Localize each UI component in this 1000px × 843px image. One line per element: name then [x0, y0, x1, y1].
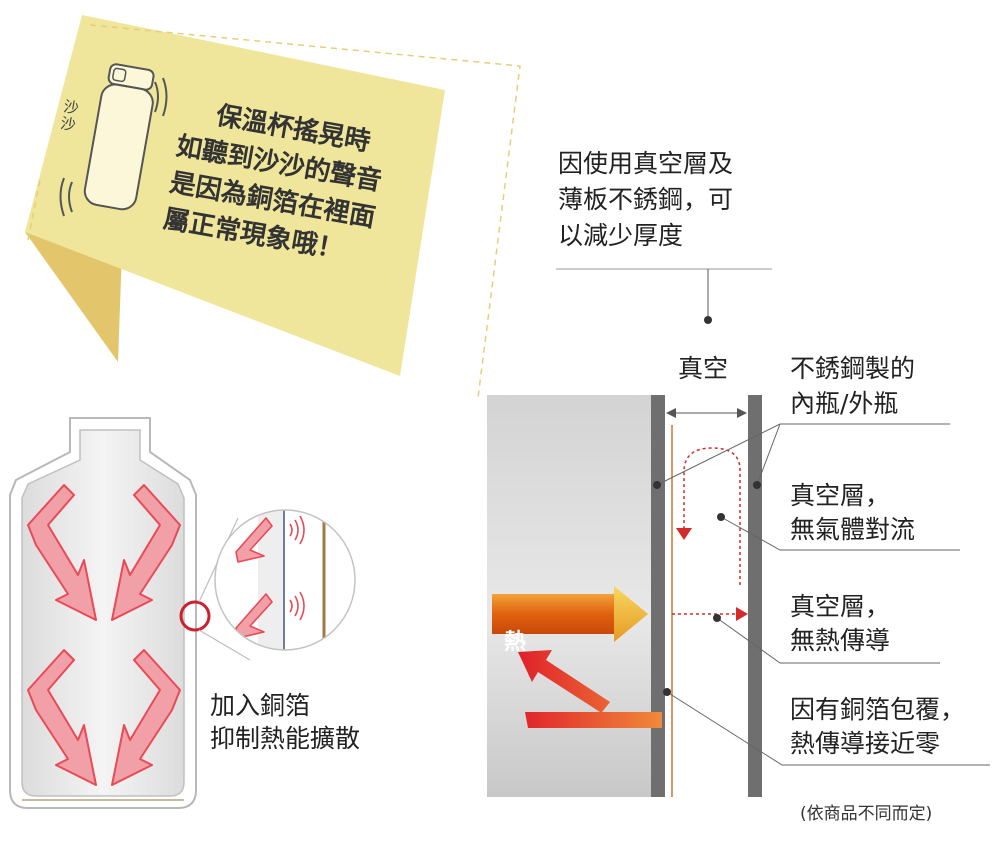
wall-cross-section — [487, 268, 990, 797]
callout-foil-line: 熱傳導接近零 — [790, 729, 941, 758]
top-note-line: 以減少厚度 — [558, 221, 684, 250]
heat-arrow — [492, 594, 618, 634]
bubble-dash — [89, 24, 521, 399]
foil-highlight-circle — [179, 600, 211, 632]
bottle-cross-section — [9, 417, 197, 809]
speech-bubble — [25, 15, 521, 399]
outer-wall — [748, 395, 762, 797]
bubble-tail — [25, 232, 122, 362]
reflected-heat-arrow — [518, 650, 662, 728]
top-note-line: 薄板不銹鋼，可 — [558, 185, 734, 214]
cup-icon — [83, 63, 155, 211]
footnote: (依商品不同而定) — [800, 804, 933, 824]
callout-convection-line: 無氣體對流 — [790, 515, 916, 544]
heat-label: 熱 — [504, 630, 527, 655]
top-note-line: 因使用真空層及 — [558, 149, 734, 178]
inner-wall — [651, 395, 665, 797]
callout-steel-line: 不銹鋼製的 — [790, 354, 916, 383]
vacuum-label: 真空 — [678, 354, 729, 383]
callout-foil-line: 因有銅箔包覆， — [790, 695, 966, 724]
foil-label-line: 抑制熱能擴散 — [210, 724, 361, 753]
shake-mark — [154, 81, 159, 113]
foil-label-line: 加入銅箔 — [210, 691, 311, 720]
callout-conduction-line: 真空層， — [790, 592, 891, 621]
heat-reflect-arrows — [27, 484, 181, 786]
callout-conduction-line: 無熱傳導 — [790, 626, 891, 655]
callout-steel-line: 內瓶/外瓶 — [790, 389, 899, 418]
callout-convection-line: 真空層， — [790, 481, 891, 510]
zoom-view — [198, 509, 356, 661]
